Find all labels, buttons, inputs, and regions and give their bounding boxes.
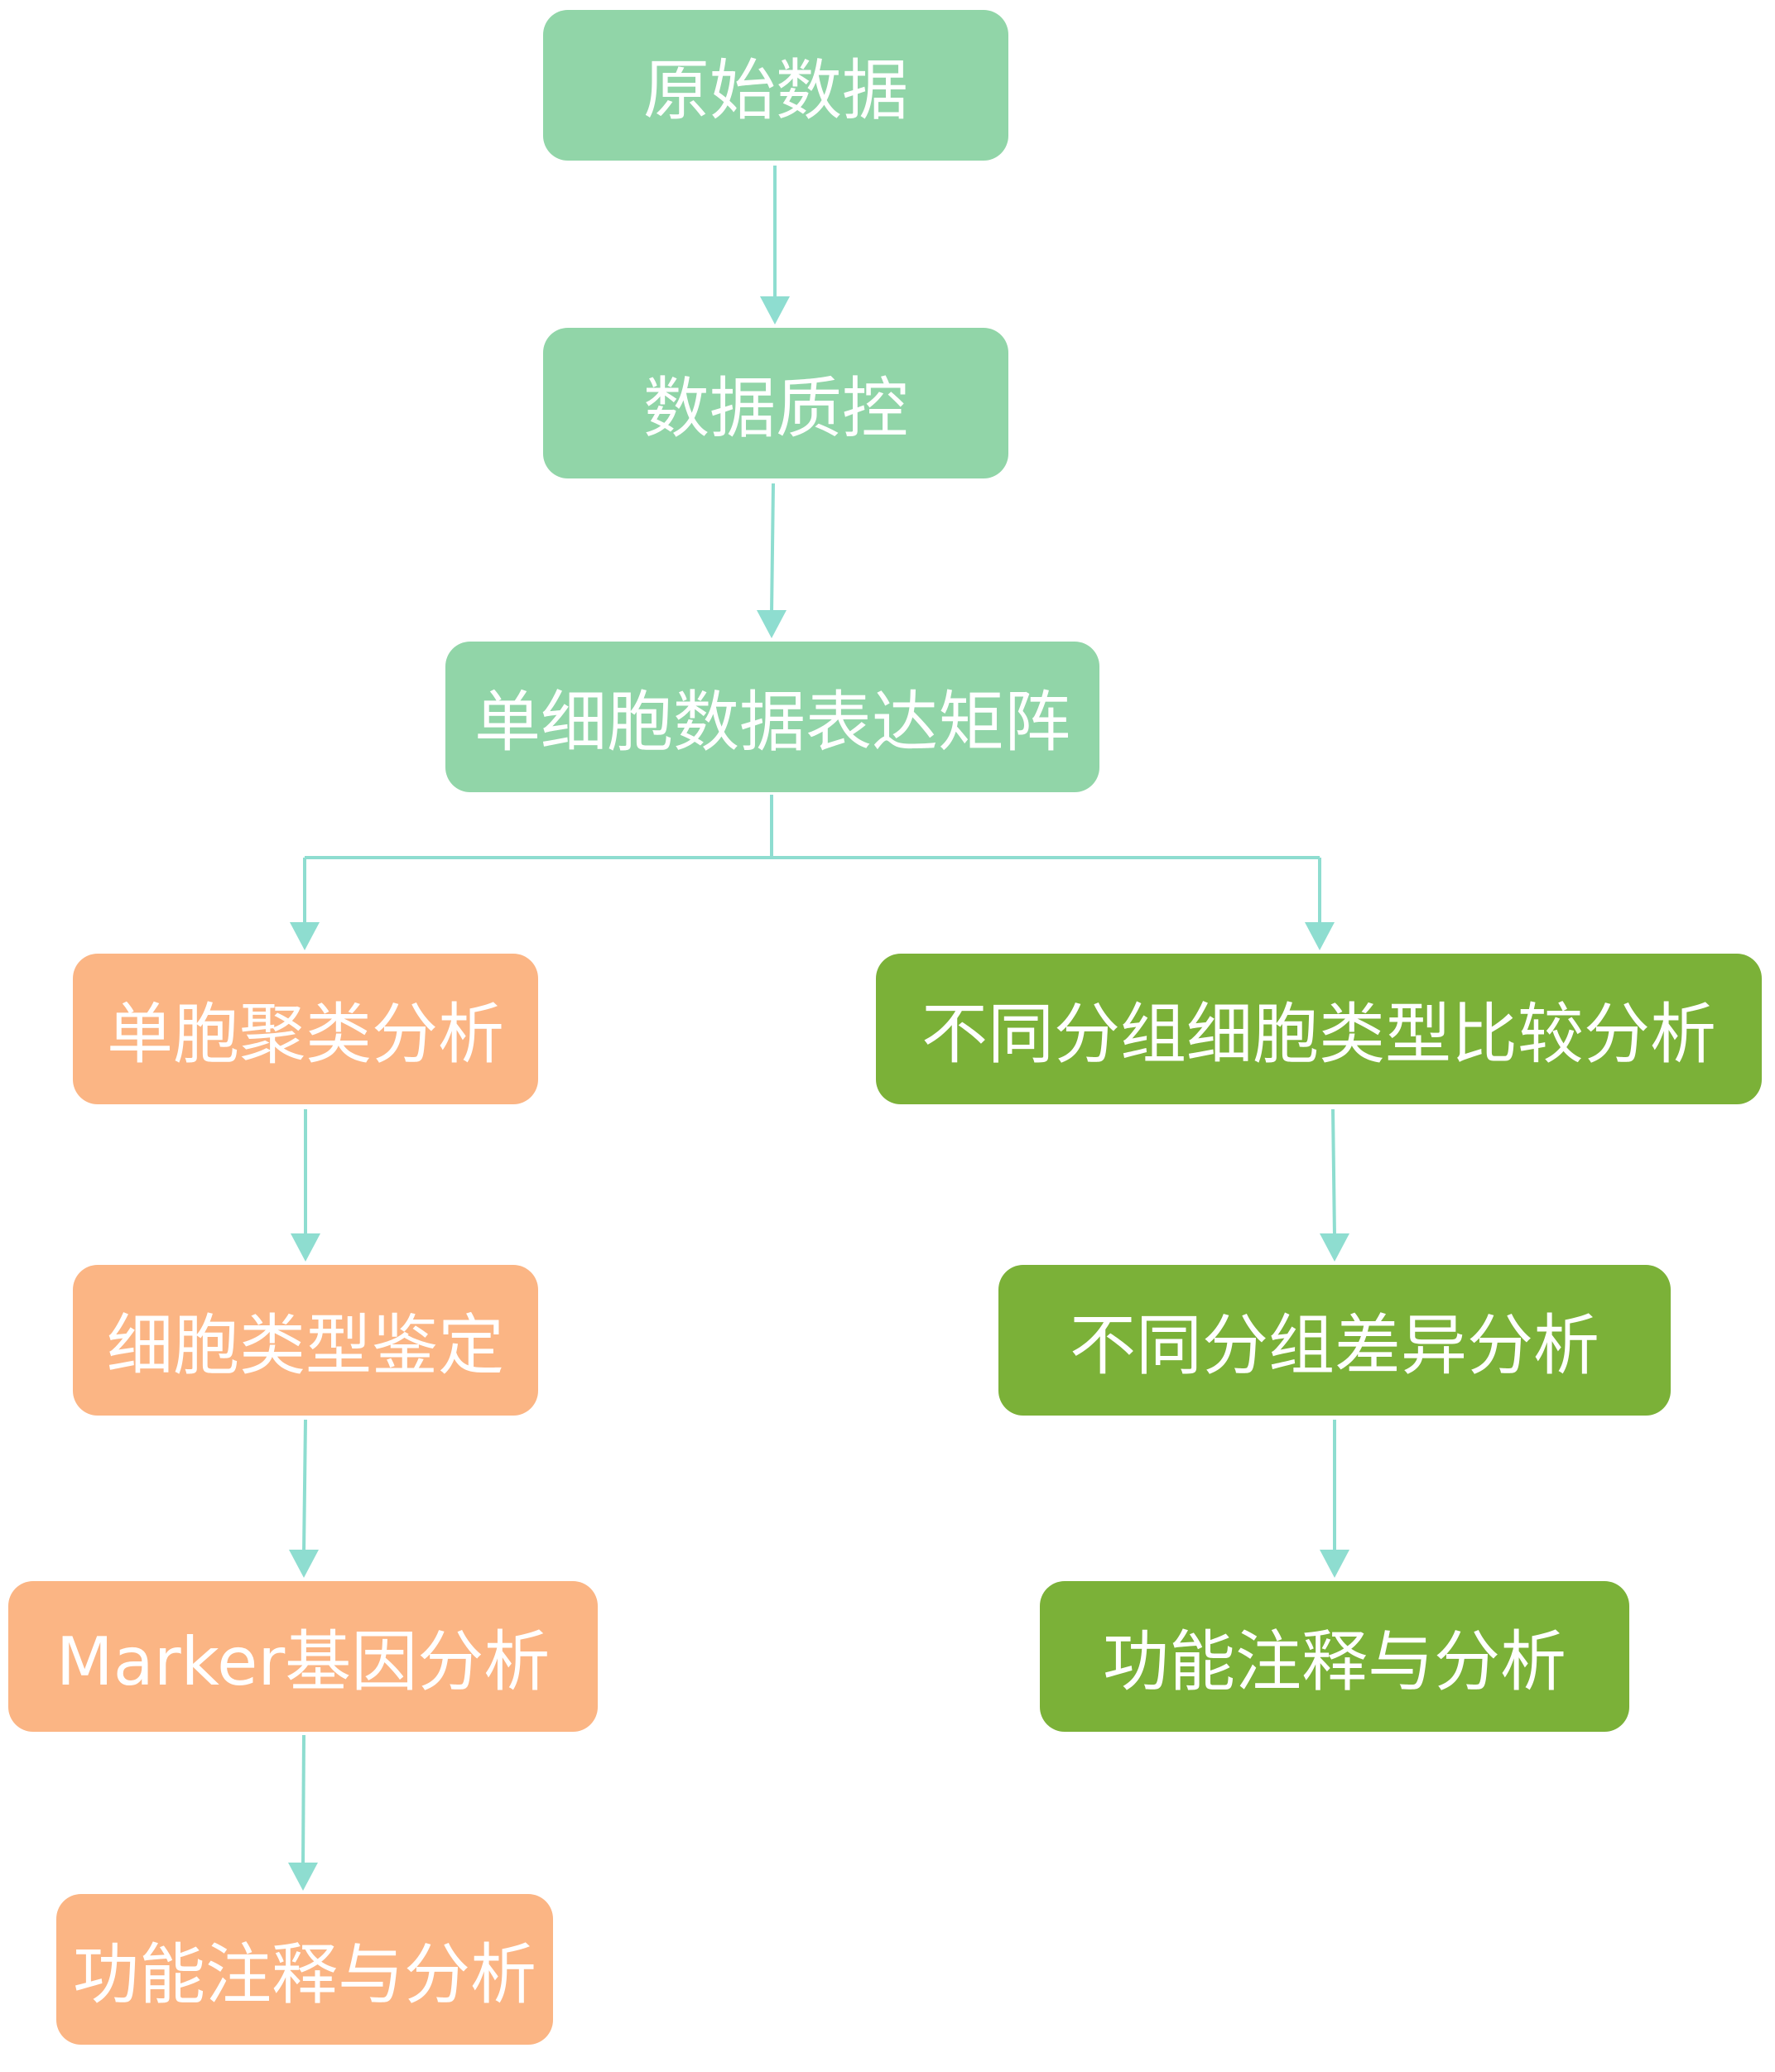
arrow-marker-to-annotation-line: [301, 1734, 305, 1867]
node-annotation-right-label: 功能注释与分析: [1103, 1623, 1566, 1700]
node-matrix-label: 单细胞数据表达矩阵: [474, 684, 1070, 761]
node-raw-data: 原始数据: [543, 10, 1008, 161]
node-marker-gene-label: Marker基因分析: [55, 1623, 551, 1700]
node-cell-type-id-label: 细胞类型鉴定: [107, 1307, 504, 1384]
node-clustering-label: 单胞聚类分析: [107, 996, 504, 1073]
arrow-to-clustering-head: [290, 922, 320, 950]
node-raw-data-label: 原始数据: [643, 52, 908, 129]
node-cell-type-id: 细胞类型鉴定: [73, 1265, 538, 1416]
node-annotation-right: 功能注释与分析: [1040, 1581, 1629, 1732]
arrow-celltype-to-marker-line: [302, 1419, 307, 1554]
arrow-raw-to-qc-head: [760, 296, 790, 325]
arrow-celltype-to-marker-head: [289, 1550, 319, 1578]
arrow-marker-to-annotation-head: [288, 1863, 318, 1891]
node-annotation-left: 功能注释与分析: [56, 1894, 553, 2045]
arrow-compare-to-diff-line: [1331, 1108, 1336, 1238]
node-qc: 数据质控: [543, 328, 1008, 478]
arrow-clustering-to-celltype-head: [291, 1233, 320, 1262]
node-group-compare: 不同分组细胞类型比较分析: [876, 954, 1762, 1104]
node-clustering: 单胞聚类分析: [73, 954, 538, 1104]
node-group-diff-label: 不同分组差异分析: [1070, 1307, 1599, 1384]
arrow-qc-to-matrix-line: [770, 483, 775, 614]
node-matrix: 单细胞数据表达矩阵: [445, 642, 1099, 792]
node-group-compare-label: 不同分组细胞类型比较分析: [921, 996, 1716, 1073]
node-marker-gene: Marker基因分析: [8, 1581, 598, 1732]
arrow-diff-to-annotation-head: [1320, 1550, 1349, 1578]
arrow-compare-to-diff-head: [1320, 1233, 1349, 1262]
node-group-diff: 不同分组差异分析: [998, 1265, 1671, 1416]
arrow-qc-to-matrix-head: [757, 610, 786, 638]
node-qc-label: 数据质控: [643, 370, 908, 447]
node-annotation-left-label: 功能注释与分析: [73, 1936, 536, 2013]
arrow-to-group-compare-head: [1305, 922, 1335, 950]
